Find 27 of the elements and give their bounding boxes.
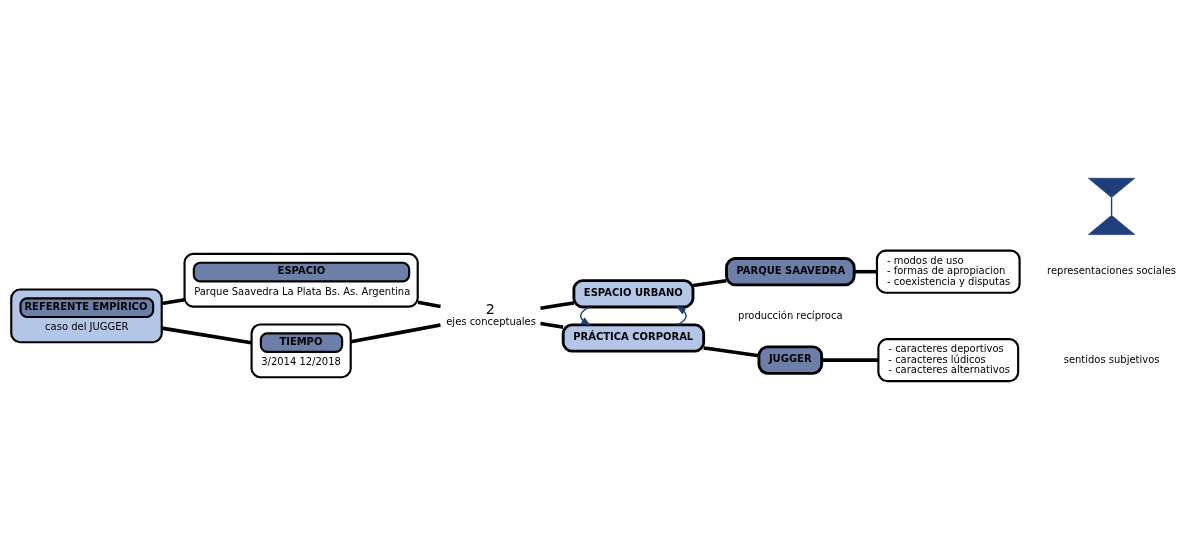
connector <box>350 323 441 344</box>
label: sentidos subjetivos <box>1063 353 1160 365</box>
arrow <box>580 306 591 326</box>
connector <box>161 297 185 306</box>
node-box: - modos de uso - formas de apropiacion - coexistencia y disputas <box>875 249 1021 294</box>
node-box: - caracteres deportivos - caracteres lúdicos - caracteres alternativos <box>877 338 1020 383</box>
node-box: TIEMPO 3/2014 12/2018 <box>250 323 352 379</box>
arrow <box>675 305 687 326</box>
connector <box>540 301 575 310</box>
connector <box>692 278 727 288</box>
label: producción recíproca <box>738 309 843 321</box>
node-box: PARQUE SAAVEDRA <box>725 257 856 287</box>
node-box: ESPACIO Parque Saavedra La Plata Bs. As. Argentina <box>183 252 419 308</box>
connector <box>703 346 760 358</box>
connector <box>161 326 252 345</box>
connector <box>417 300 441 309</box>
connector <box>540 321 564 329</box>
label: representaciones sociales <box>1047 265 1177 277</box>
connector <box>854 269 877 274</box>
connector <box>821 358 879 362</box>
node-box: PRÁCTICA CORPORAL <box>561 323 706 353</box>
node-box: JUGGER <box>757 345 824 375</box>
node-box: REFERENTE EMPÍRICO caso del JUGGER <box>10 288 163 344</box>
node-box: ESPACIO URBANO <box>572 279 695 309</box>
node-text: 2 ejes conceptuales <box>446 301 536 328</box>
node-triangle <box>1088 177 1136 198</box>
node-triangle <box>1088 215 1136 235</box>
